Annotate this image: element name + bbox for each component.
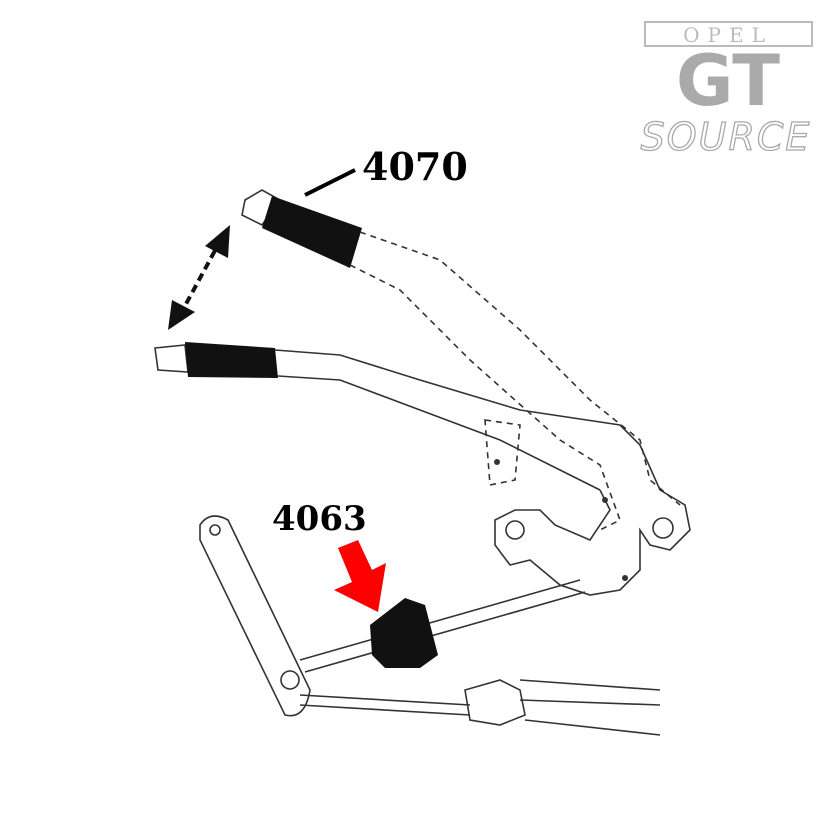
opel-gt-source-logo: OPEL GT SOURCE [640, 21, 813, 160]
pull-rod [299, 579, 586, 673]
logo-frame [644, 21, 813, 47]
callout-line-4070 [304, 168, 356, 197]
raised-lever-lower-edge [349, 264, 621, 531]
part-number-4063: 4063 [272, 499, 367, 539]
cable-link [299, 694, 471, 716]
arrow-down-head [168, 300, 195, 330]
brake-cables [519, 679, 661, 736]
handbrake-lever [154, 342, 691, 673]
movement-arrow [168, 225, 230, 330]
lever-raised-position [241, 189, 681, 531]
raised-lever-upper-edge [359, 231, 681, 506]
handbrake-lever-grip [185, 342, 278, 378]
rivet [602, 497, 608, 503]
arrow-up-head [205, 225, 230, 258]
lever-outline-lower [277, 375, 601, 491]
logo-source: SOURCE [641, 115, 812, 159]
lever-tip [154, 344, 189, 373]
equalizer-arm [199, 515, 661, 736]
arm-pivot [209, 524, 221, 536]
rivet [622, 575, 628, 581]
logo-opel: OPEL [683, 23, 773, 47]
equalizer-arm-outline [199, 515, 311, 717]
pivot-bolt [652, 517, 674, 539]
cable-clevis [464, 679, 526, 726]
raised-lever-grip [262, 196, 362, 268]
movement-arrow-shaft [178, 244, 220, 316]
raised-lever-bracket [484, 419, 521, 486]
pivot-bolt [505, 520, 525, 540]
rivet [494, 459, 500, 465]
lever-outline-upper [274, 349, 691, 596]
handbrake-cable-boot [370, 598, 438, 668]
part-number-4070: 4070 [362, 144, 468, 189]
logo-gt: GT [676, 40, 780, 122]
arm-joint [280, 670, 300, 690]
red-arrow-icon [334, 540, 386, 612]
